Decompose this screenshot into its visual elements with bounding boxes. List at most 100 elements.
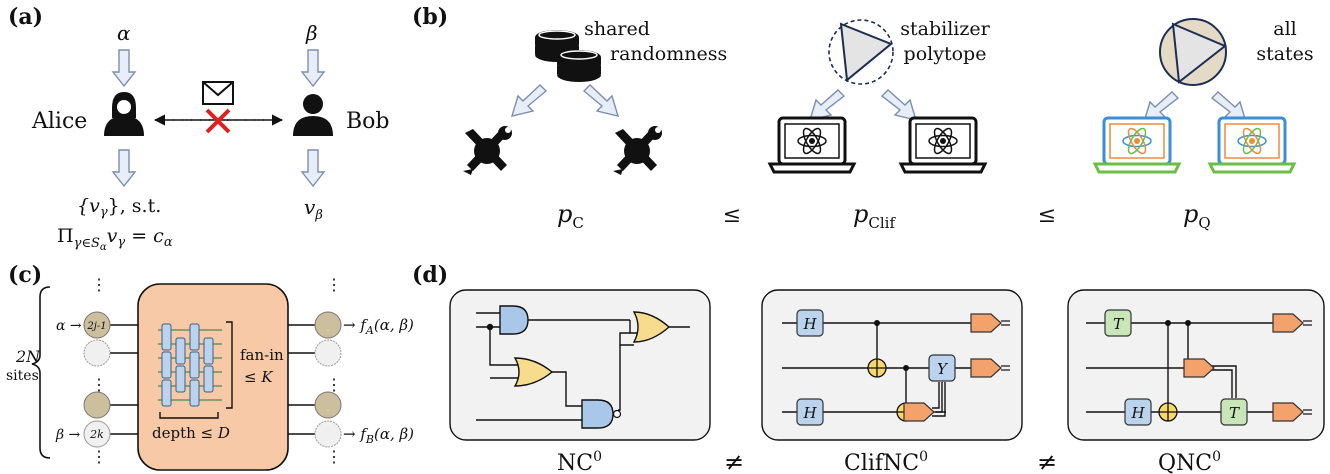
output-node-blank-1 bbox=[314, 339, 342, 367]
p-quantum: pQ bbox=[1183, 200, 1211, 232]
panel-c: (c) 2N sites ⋮ ⋮ ⋮ ⋮ ⋮ ⋮ α → β → 2j-1 2k bbox=[6, 262, 414, 471]
nc0-label: NC0 bbox=[557, 449, 602, 474]
dots-top-left: ⋮ bbox=[91, 275, 107, 294]
clifford-laptop-right-icon bbox=[899, 116, 987, 174]
y-gate bbox=[928, 354, 956, 382]
coins-icon bbox=[535, 30, 601, 82]
nand-gate bbox=[581, 399, 614, 429]
no-communication-cross-icon bbox=[205, 108, 231, 134]
output-fb: → fB(α, β) bbox=[343, 425, 414, 446]
nc0-wires bbox=[476, 312, 690, 421]
y-gate-label: Y bbox=[937, 360, 949, 378]
quantum-laptop-right-icon bbox=[1208, 116, 1296, 174]
panel-a: (a) α β Alice Bob {vγ}, s.t. bbox=[8, 4, 390, 253]
depth-bracket bbox=[159, 412, 219, 419]
h-gate-2-label: H bbox=[802, 404, 817, 422]
neq-symbol-2: ≠ bbox=[1037, 448, 1057, 474]
fan-in-bound: ≤ K bbox=[244, 368, 273, 386]
input-node-tan bbox=[83, 391, 111, 419]
alice-output-line2: Πγ∈Sαvγ = cα bbox=[57, 225, 173, 253]
fan-in-label: fan-in bbox=[240, 346, 284, 364]
all-label-line1: all bbox=[1273, 18, 1296, 40]
bob-output: vβ bbox=[304, 195, 323, 223]
dots-top-right: ⋮ bbox=[326, 275, 342, 294]
alice-output-line1: {vγ}, s.t. bbox=[77, 195, 161, 220]
h-gate-1-label: H bbox=[802, 315, 817, 333]
p-classical: pC bbox=[557, 200, 584, 232]
classical-device-left-icon bbox=[463, 126, 512, 175]
leq-symbol-1: ≤ bbox=[723, 203, 741, 228]
bob-output-arrow bbox=[301, 149, 325, 187]
neq-symbol-1: ≠ bbox=[724, 448, 744, 474]
classical-device-right-icon bbox=[613, 126, 662, 175]
or-gate-2 bbox=[513, 357, 554, 387]
gate-grid bbox=[158, 323, 222, 407]
nand-bubble bbox=[612, 409, 622, 419]
input-node-beta-label: 2k bbox=[89, 428, 104, 441]
panel-label-a: (a) bbox=[8, 4, 43, 30]
output-node-a bbox=[314, 311, 342, 339]
alpha-input-label: α → bbox=[56, 318, 82, 334]
stabilizer-label-line2: polytope bbox=[904, 43, 987, 65]
qnc0-cnot-target bbox=[1158, 402, 1178, 422]
or-gate-1 bbox=[632, 311, 671, 343]
io-wires bbox=[110, 324, 315, 435]
quantum-laptop-left-icon bbox=[1093, 116, 1181, 174]
qnc0-h-gate bbox=[1124, 398, 1152, 426]
dots-bottom-left: ⋮ bbox=[91, 447, 107, 466]
alice-person-icon bbox=[104, 92, 144, 136]
panel-d: (d) NC0 ≠ bbox=[412, 262, 1325, 474]
h-gate-1 bbox=[796, 309, 824, 337]
sites-count: 2N bbox=[15, 347, 41, 366]
clifnc0-label: ClifNC0 bbox=[844, 449, 928, 474]
beta-input-label: β → bbox=[55, 427, 81, 443]
input-node-alpha bbox=[83, 311, 111, 339]
bob-label: Bob bbox=[346, 109, 390, 134]
clifford-laptop-left-icon bbox=[768, 116, 856, 174]
beta-input: β bbox=[305, 21, 318, 45]
input-node-beta bbox=[83, 420, 111, 448]
bob-input-arrow bbox=[301, 49, 325, 87]
qnc0-label: QNC0 bbox=[1158, 449, 1221, 474]
sites-brace bbox=[31, 286, 51, 459]
stabilizer-polytope-icon bbox=[828, 19, 894, 85]
input-node-alpha-label: 2j-1 bbox=[86, 321, 106, 332]
input-node-blank-1 bbox=[83, 339, 111, 367]
alice-label: Alice bbox=[31, 109, 87, 134]
dots-bottom-right: ⋮ bbox=[326, 447, 342, 466]
alice-output-arrow bbox=[112, 149, 136, 187]
and-gate-1 bbox=[499, 305, 529, 335]
shared-label-line1: shared bbox=[584, 18, 650, 40]
t-gate-2 bbox=[1220, 398, 1248, 426]
panel-b: (b) shared randomness stabilizer polytop… bbox=[412, 4, 1314, 232]
h-gate-2 bbox=[796, 398, 824, 426]
fan-in-bracket bbox=[226, 321, 233, 409]
t-gate-1-label: T bbox=[1113, 315, 1124, 333]
shared-label-line2: randomness bbox=[610, 43, 727, 65]
output-node-b bbox=[314, 420, 342, 448]
distribution-arrows bbox=[510, 84, 1248, 123]
envelope-icon bbox=[202, 81, 234, 105]
leq-symbol-2: ≤ bbox=[1038, 203, 1056, 228]
dots-mid-left: ⋮ bbox=[91, 375, 107, 394]
alpha-input: α bbox=[117, 21, 131, 45]
sites-word: sites bbox=[6, 368, 39, 384]
bob-person-icon bbox=[293, 94, 333, 136]
panel-label-c: (c) bbox=[8, 262, 42, 288]
t-gate-2-label: T bbox=[1229, 404, 1240, 422]
alice-input-arrow bbox=[112, 49, 136, 87]
clifnc0-circuit-box bbox=[761, 289, 1023, 441]
cnot-target-1 bbox=[867, 358, 887, 378]
bloch-sphere-icon bbox=[1159, 18, 1227, 86]
dots-mid-right: ⋮ bbox=[326, 375, 342, 394]
p-clifford: pClif bbox=[853, 200, 896, 232]
t-gate-1 bbox=[1104, 309, 1132, 337]
qnc0-h-gate-label: H bbox=[1130, 404, 1145, 422]
all-label-line2: states bbox=[1256, 43, 1313, 65]
depth-label: depth ≤ D bbox=[152, 424, 230, 442]
panel-label-b: (b) bbox=[412, 4, 448, 30]
panel-label-d: (d) bbox=[412, 262, 448, 288]
output-node-tan bbox=[314, 391, 342, 419]
output-fa: → fA(α, β) bbox=[343, 316, 414, 337]
